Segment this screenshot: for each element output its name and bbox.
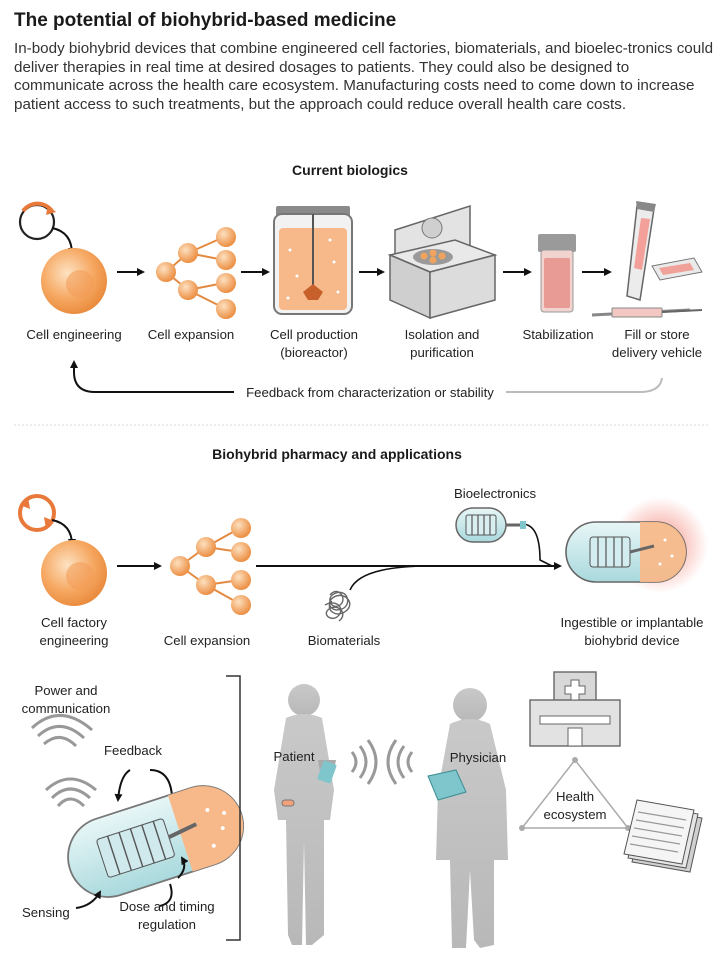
large-biohybrid-device <box>67 785 245 898</box>
label-biomaterials: Biomaterials <box>307 633 381 648</box>
label-communication: communication <box>21 701 111 716</box>
physician-silhouette <box>436 688 508 948</box>
delivery-vehicle-icon <box>591 201 703 318</box>
label-purification: purification <box>410 345 474 360</box>
label-ingestible-implantable: Ingestible or implantable <box>560 615 704 630</box>
label-physician: Physician <box>449 750 507 765</box>
centrifuge-icon <box>387 204 498 320</box>
current-biologics-title: Current biologics <box>292 162 408 178</box>
label-regulation: regulation <box>138 917 196 932</box>
label-isolation: Isolation and <box>404 327 480 342</box>
label-cell-expansion-2: Cell expansion <box>163 633 251 648</box>
label-fill-store: Fill or store <box>624 327 690 342</box>
intro-paragraph: In-body biohybrid devices that combine e… <box>14 40 714 113</box>
page-title: The potential of biohybrid-based medicin… <box>14 10 397 31</box>
label-feedback: Feedback <box>104 743 162 758</box>
biohybrid-device-icon <box>565 497 708 593</box>
label-cell-production: Cell production <box>270 327 358 342</box>
patient-phone <box>317 760 337 784</box>
bioelectronics-icon <box>455 507 526 543</box>
wireless-signal-icon <box>30 714 97 808</box>
label-patient: Patient <box>273 749 315 764</box>
physician-signal-icon <box>386 739 414 785</box>
label-cell-engineering: Cell engineering <box>26 327 122 342</box>
stabilization-vial-icon <box>538 234 576 313</box>
label-cell-factory: Cell factory <box>41 615 107 630</box>
label-dose-timing: Dose and timing <box>119 899 215 914</box>
cell-expansion-icon <box>165 236 225 309</box>
factory-cycle-icon <box>18 494 56 532</box>
bioreactor-icon <box>273 206 353 315</box>
label-bioreactor: (bioreactor) <box>280 345 348 360</box>
label-sensing: Sensing <box>22 905 70 920</box>
label-factory-engineering: engineering <box>39 633 109 648</box>
hospital-icon <box>529 671 621 747</box>
patient-signal-icon <box>350 739 378 785</box>
label-bioelectronics: Bioelectronics <box>454 486 537 501</box>
patient-implant <box>281 799 295 807</box>
label-delivery-vehicle: delivery vehicle <box>611 345 703 360</box>
label-power: Power and <box>34 683 98 698</box>
records-icon <box>623 799 703 873</box>
engineering-cycle-icon <box>18 201 56 241</box>
label-ecosystem: ecosystem <box>543 807 607 822</box>
label-biohybrid-device: biohybrid device <box>584 633 680 648</box>
label-health: Health <box>555 789 595 804</box>
label-feedback-loop: Feedback from characterization or stabil… <box>246 385 494 400</box>
label-cell-expansion: Cell expansion <box>147 327 235 342</box>
biomaterials-icon <box>324 590 351 622</box>
biohybrid-title: Biohybrid pharmacy and applications <box>212 446 462 462</box>
health-ecosystem-triangle <box>519 757 631 831</box>
patient-silhouette <box>274 684 336 945</box>
label-stabilization: Stabilization <box>522 327 594 342</box>
cell-expansion-icon-2 <box>179 527 241 605</box>
physician-tablet <box>427 769 467 801</box>
